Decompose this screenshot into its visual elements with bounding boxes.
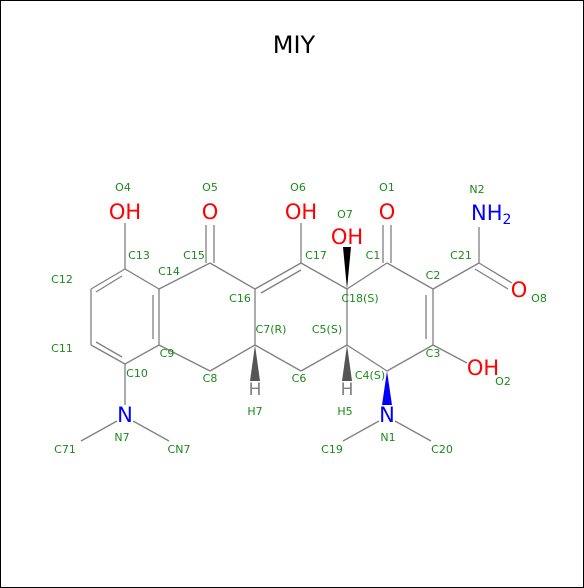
label-c2: C2 [426,269,441,282]
wedge-c7-h7 [250,345,260,381]
bond-c3-c4 [386,344,434,372]
label-c16: C16 [229,292,251,305]
bond-c21-o8-double [474,268,509,290]
bond-c9-c10 [124,344,160,365]
bond-c13-c14 [124,268,160,290]
label-c12: C12 [51,273,73,286]
bond-c10-c11 [90,344,126,365]
label-o6: O6 [290,181,306,194]
atom-o1: O [379,200,396,224]
label-c1: C1 [366,249,381,262]
atom-h7: H [249,380,262,400]
wedge-c4-n1 [382,371,392,405]
bond-c1-c2 [386,262,434,290]
label-cn7: CN7 [168,443,191,456]
bond-c15-c16 [209,262,256,290]
atom-n7: N [117,403,133,427]
label-n7: N7 [114,431,129,444]
label-n2: N2 [469,183,484,196]
bond-c17-c18 [300,262,348,290]
label-c4: C4(S) [355,369,385,382]
label-c19: C19 [321,443,343,456]
bond-c2-c21 [432,262,480,290]
bond-c21-o8 [478,262,513,284]
atom-o8: O [511,278,528,302]
bond-c10-c11-double [95,341,123,358]
bond-c16-c17-double [260,269,302,294]
bond-c5-c6 [300,344,348,372]
atom-o7: OH [331,225,363,249]
label-c3: C3 [426,347,441,360]
atom-o5: O [202,200,219,224]
label-c14: C14 [158,265,180,278]
atom-o2: OH [467,356,499,380]
diagram-title: MIY [273,31,316,59]
atom-symbols: OH O OH OH O NH2 O OH N N H H [109,200,527,427]
atom-o6: OH [285,200,317,224]
label-c71: C71 [54,443,76,456]
bond-c4-c5 [346,344,388,372]
label-c11: C11 [51,342,73,355]
label-o4: O4 [115,181,131,194]
label-c21: C21 [450,249,472,262]
label-o5: O5 [202,181,218,194]
atom-n1: N [379,403,395,427]
label-c15: C15 [183,249,205,262]
bond-n7-cn7 [132,420,170,442]
label-c9: C9 [160,347,175,360]
label-o1: O1 [379,181,395,194]
stereo-bonds [250,247,392,405]
label-c10: C10 [126,367,148,380]
atom-n2: NH2 [471,201,511,228]
bond-n1-c19 [342,420,380,442]
bond-n7-c71 [80,420,118,442]
bond-c6-c7 [254,344,302,372]
label-n1: N1 [380,431,395,444]
atom-h5: H [341,380,354,400]
label-c17: C17 [305,249,327,262]
label-c13: C13 [128,249,150,262]
label-c5: C5(S) [312,323,342,336]
bond-c3-o2 [432,344,468,364]
label-c20: C20 [431,443,453,456]
label-c6: C6 [292,372,307,385]
bond-n1-c20 [394,420,432,442]
label-h7: H7 [247,405,262,418]
label-h5: H5 [337,405,352,418]
label-c7: C7(R) [256,323,287,336]
bond-c16-c17 [254,262,302,290]
label-o2: O2 [495,375,511,388]
label-o7: O7 [337,208,353,221]
bond-c7-c8 [209,344,256,372]
wedge-c18-o7 [343,247,351,289]
bond-c18-c1 [346,262,388,290]
atom-o4: OH [109,200,141,224]
bond-c8-c9 [158,344,211,372]
bond-c12-c13-double [95,275,123,293]
label-o8: O8 [531,292,547,305]
bond-c12-c13 [90,268,126,290]
atom-labels: O4 O5 O6 O7 O1 N2 C13 C15 C17 C1 C21 C12… [51,181,547,456]
bond-c14-c15 [158,262,211,290]
wedge-c5-h5 [342,345,352,381]
bonds [80,223,513,442]
label-c8: C8 [203,372,218,385]
label-c18: C18(S) [341,292,378,305]
